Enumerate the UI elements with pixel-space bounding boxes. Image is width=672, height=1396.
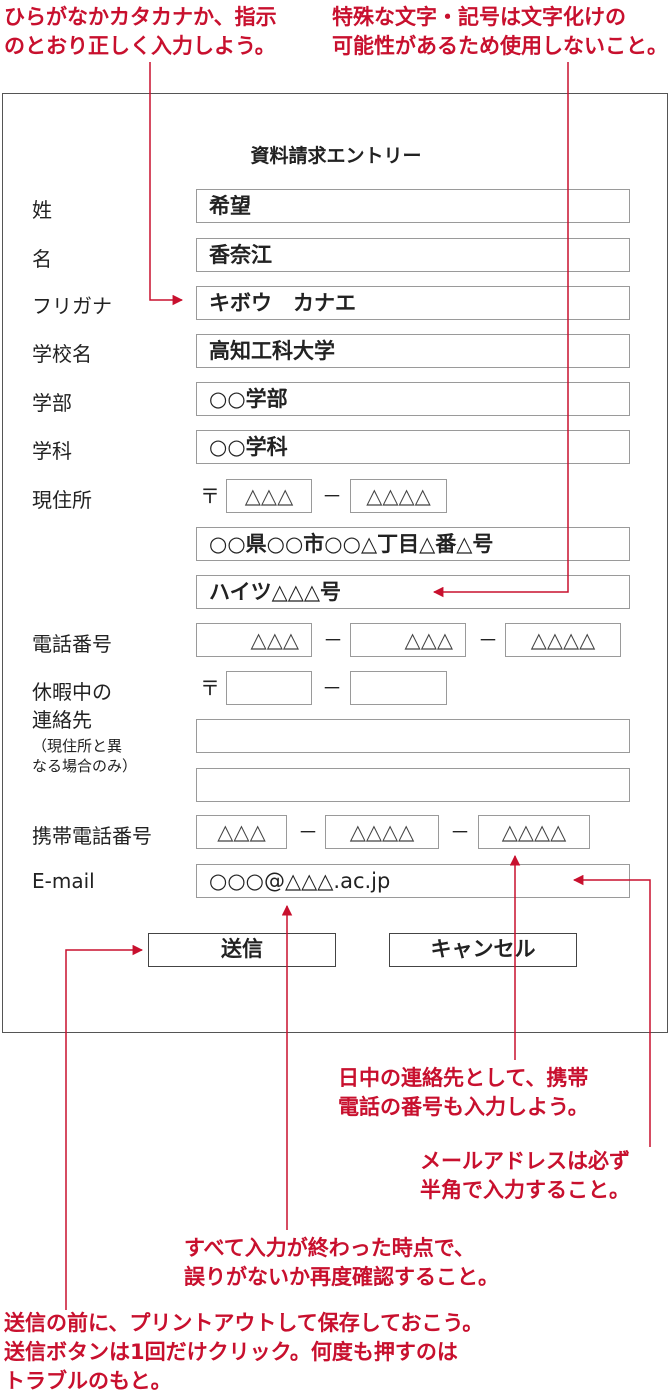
dash: － xyxy=(298,820,318,844)
leader-line-submit xyxy=(65,944,144,1310)
dash: － xyxy=(323,628,343,652)
label-vacation-contact-2: 連絡先 xyxy=(32,708,92,732)
furigana-field[interactable]: キボウ カナエ xyxy=(196,286,630,320)
phone-3-field[interactable]: △△△△ xyxy=(505,623,621,657)
annotation-line: 特殊な文字・記号は文字化けの xyxy=(332,5,626,29)
postal-code-1-field[interactable]: △△△ xyxy=(226,479,312,513)
annotation-line: 送信ボタンは1回だけクリック。何度も押すのは xyxy=(4,1340,458,1364)
annotation-line: メールアドレスは必ず xyxy=(420,1149,630,1173)
phone-2-field[interactable]: △△△ xyxy=(350,623,466,657)
dash: － xyxy=(322,484,342,508)
vacation-postal-1-field[interactable] xyxy=(226,671,312,705)
vacation-postal-2-field[interactable] xyxy=(350,671,447,705)
school-field[interactable]: 高知工科大学 xyxy=(196,334,630,368)
label-last-name: 姓 xyxy=(32,198,52,222)
annotation-line: 誤りがないか再度確認すること。 xyxy=(184,1265,499,1289)
annotation-line: すべて入力が終わった時点で、 xyxy=(184,1236,475,1260)
phone-1-field[interactable]: △△△ xyxy=(196,623,312,657)
form-title: 資料請求エントリー xyxy=(250,145,422,167)
postal-mark: 〒 xyxy=(200,484,220,508)
leader-line-email xyxy=(572,874,651,1147)
label-vacation-note-2: なる場合のみ） xyxy=(32,757,138,775)
label-address: 現住所 xyxy=(32,488,92,512)
label-school: 学校名 xyxy=(32,342,92,366)
vacation-address-2-field[interactable] xyxy=(196,768,630,802)
first-name-field[interactable]: 香奈江 xyxy=(196,238,630,272)
department-field[interactable]: ○○学科 xyxy=(196,430,630,464)
mobile-1-field[interactable]: △△△ xyxy=(196,815,287,849)
email-field[interactable]: ○○○@△△△.ac.jp xyxy=(196,864,630,898)
annotation-line: 電話の番号も入力しよう。 xyxy=(338,1095,589,1119)
postal-code-2-field[interactable]: △△△△ xyxy=(350,479,447,513)
label-phone: 電話番号 xyxy=(32,632,112,656)
form-frame xyxy=(2,93,668,1033)
label-vacation-contact-1: 休暇中の xyxy=(32,680,112,704)
annotation-line: のとおり正しく入力しよう。 xyxy=(4,34,276,58)
submit-button[interactable]: 送信 xyxy=(148,933,336,967)
annotation-line: 可能性があるため使用しないこと。 xyxy=(332,34,668,58)
annotation-special-chars: 特殊な文字・記号は文字化けの 可能性があるため使用しないこと。 xyxy=(332,3,668,61)
annotation-submit-once: 送信の前に、プリントアウトして保存しておこう。 送信ボタンは1回だけクリック。何… xyxy=(4,1309,483,1396)
annotation-hiragana-katakana: ひらがなかカタカナか、指示 のとおり正しく入力しよう。 xyxy=(4,3,277,61)
label-department: 学科 xyxy=(32,439,72,463)
label-vacation-note-1: （現住所と異 xyxy=(32,737,123,755)
leader-line-furigana xyxy=(149,62,184,306)
annotation-email-halfwidth: メールアドレスは必ず 半角で入力すること。 xyxy=(420,1147,630,1205)
label-mobile: 携帯電話番号 xyxy=(32,824,152,848)
annotation-mobile-phone: 日中の連絡先として、携帯 電話の番号も入力しよう。 xyxy=(338,1064,589,1122)
annotation-line: ひらがなかカタカナか、指示 xyxy=(4,5,277,29)
last-name-field[interactable]: 希望 xyxy=(196,189,630,223)
annotation-line: 送信の前に、プリントアウトして保存しておこう。 xyxy=(4,1311,484,1335)
mobile-2-field[interactable]: △△△△ xyxy=(325,815,439,849)
annotation-review: すべて入力が終わった時点で、 誤りがないか再度確認すること。 xyxy=(184,1234,499,1292)
leader-line-special-chars xyxy=(432,62,569,598)
address-line-1-field[interactable]: ○○県○○市○○△丁目△番△号 xyxy=(196,527,630,561)
annotation-line: 半角で入力すること。 xyxy=(420,1178,630,1202)
label-faculty: 学部 xyxy=(32,391,72,415)
annotation-line: 日中の連絡先として、携帯 xyxy=(338,1066,589,1090)
cancel-button[interactable]: キャンセル xyxy=(389,933,577,967)
annotation-line: トラブルのもと。 xyxy=(4,1369,172,1393)
vacation-address-1-field[interactable] xyxy=(196,719,630,753)
dash: － xyxy=(478,628,498,652)
label-furigana: フリガナ xyxy=(32,294,112,318)
label-first-name: 名 xyxy=(32,247,52,271)
dash: － xyxy=(322,676,342,700)
dash: － xyxy=(450,820,470,844)
postal-mark: 〒 xyxy=(200,676,220,700)
faculty-field[interactable]: ○○学部 xyxy=(196,382,630,416)
label-email: E-mail xyxy=(32,869,95,893)
mobile-3-field[interactable]: △△△△ xyxy=(478,815,590,849)
